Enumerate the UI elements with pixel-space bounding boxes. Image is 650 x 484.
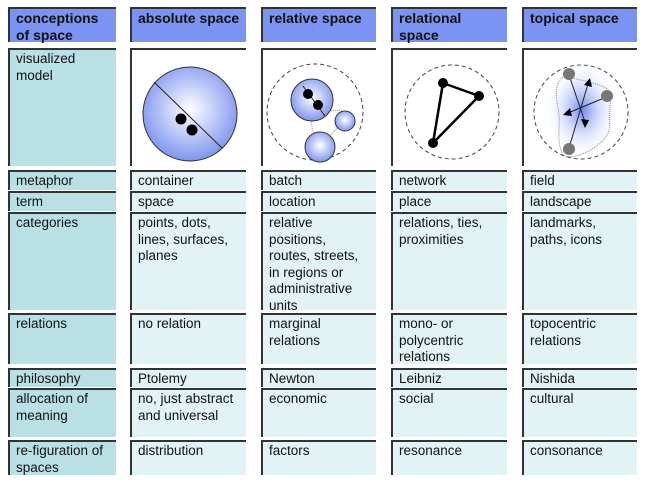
table-cell: marginal relations xyxy=(261,313,376,364)
table-cell: Newton xyxy=(261,368,376,387)
table-cell: mono- or polycentric relations xyxy=(391,313,507,364)
absolute-space-model-figure xyxy=(142,66,238,162)
table-cell: field xyxy=(522,170,637,190)
table-cell: network xyxy=(391,170,507,190)
model-cell xyxy=(522,48,637,166)
batch-circle xyxy=(334,110,356,132)
table-cell: no, just abstract and universal xyxy=(130,388,246,437)
batch-circle xyxy=(304,131,336,163)
table-cell: consonance xyxy=(522,440,637,475)
table-cell: landscape xyxy=(522,191,637,211)
outer-dashed-circle xyxy=(404,64,500,160)
table-cell: batch xyxy=(261,170,376,190)
landmark xyxy=(563,68,575,80)
table-cell: container xyxy=(130,170,246,190)
model-cell xyxy=(130,48,246,166)
field-gradient xyxy=(544,60,620,160)
table-cell: relative positions, routes, streets, in … xyxy=(261,212,376,313)
column-header: absolute space xyxy=(130,7,246,42)
row-label: relations xyxy=(8,313,116,364)
container-circle xyxy=(142,66,238,162)
row-label: re-figuration of spaces xyxy=(8,440,116,475)
landmark xyxy=(601,90,613,102)
model-cell xyxy=(391,48,507,166)
node xyxy=(428,138,438,148)
arrow-head xyxy=(584,78,592,87)
column-header: relational space xyxy=(391,7,507,43)
arrow-head xyxy=(563,108,572,116)
row-label: visualized model xyxy=(8,48,116,166)
arrow-head xyxy=(581,119,589,128)
table-cell: social xyxy=(391,388,507,437)
table-cell: distribution xyxy=(130,440,246,475)
dot xyxy=(313,100,323,110)
outer-dashed-circle xyxy=(266,63,364,161)
dot xyxy=(186,124,198,136)
table-cell: space xyxy=(130,191,246,211)
table-cell: Nishida xyxy=(522,368,637,387)
table-cell: place xyxy=(391,191,507,211)
table-cell: economic xyxy=(261,388,376,437)
relational-space-model-figure xyxy=(404,64,500,160)
node xyxy=(474,91,484,101)
table-cell: topocentric relations xyxy=(522,313,637,364)
table-cell: no relation xyxy=(130,313,246,364)
node xyxy=(438,78,448,88)
row-label: categories xyxy=(8,212,116,310)
table-cell: cultural xyxy=(522,388,637,437)
table-cell: landmarks, paths, icons xyxy=(522,212,637,310)
landmark xyxy=(563,143,575,155)
table-cell: factors xyxy=(261,440,376,475)
batch-circle xyxy=(290,78,334,122)
row-label: term xyxy=(8,191,116,211)
landscape-outline xyxy=(555,75,611,157)
dot xyxy=(303,89,313,99)
table-cell: location xyxy=(261,191,376,211)
row-label: metaphor xyxy=(8,170,116,190)
table-cell: relations, ties, proximities xyxy=(391,212,507,310)
table-cell: Ptolemy xyxy=(130,368,246,387)
model-cell xyxy=(261,48,376,166)
row-label: allocation of meaning xyxy=(8,388,116,437)
row-label: philosophy xyxy=(8,368,116,387)
relative-space-model-figure xyxy=(266,63,364,163)
table-cell: points, dots, lines, surfaces, planes xyxy=(130,212,246,310)
column-header: relative space xyxy=(261,7,376,42)
topical-space-model-figure xyxy=(533,60,629,160)
table-cell: resonance xyxy=(391,440,507,475)
column-header: topical space xyxy=(522,7,637,42)
dot xyxy=(175,113,187,125)
table-cell: Leibniz xyxy=(391,368,507,387)
column-header: conceptions of space xyxy=(8,7,116,43)
